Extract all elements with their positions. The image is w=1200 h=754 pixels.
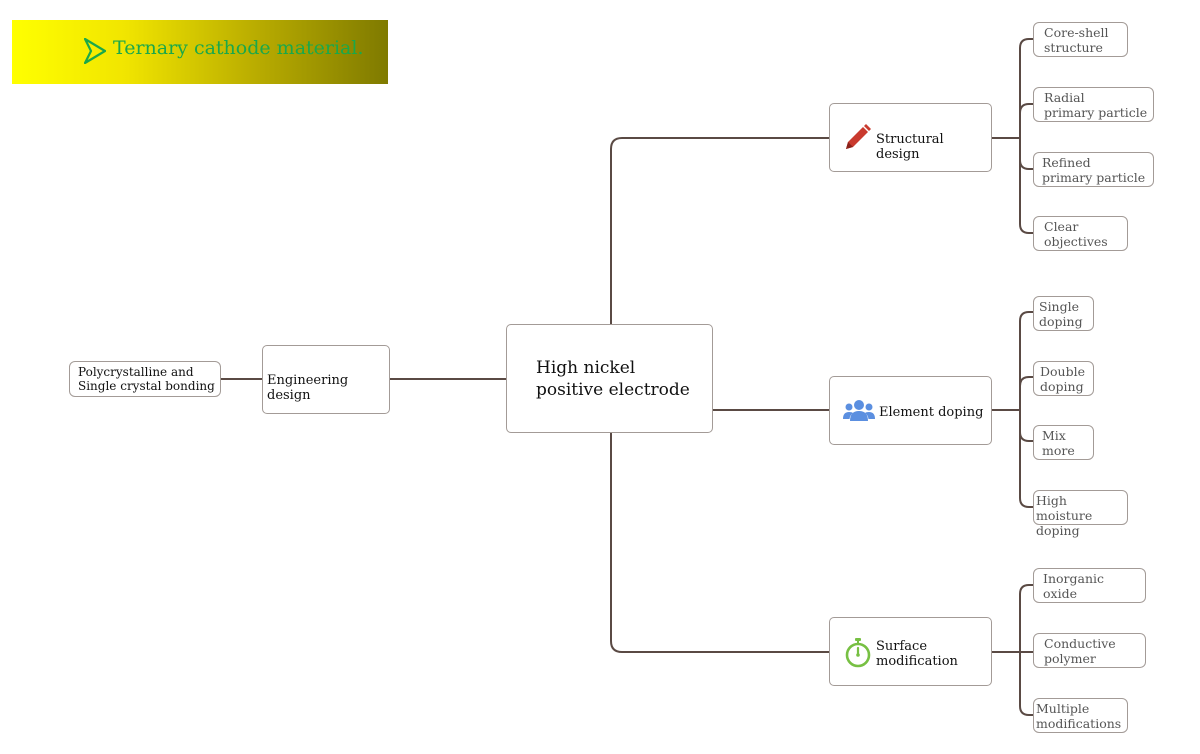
leaf-conductive-polymer[interactable]: Conductive polymer xyxy=(1033,633,1146,668)
branch-surface-modification[interactable]: Surface modification xyxy=(829,617,992,686)
banner-title: Ternary cathode material. xyxy=(113,37,364,59)
connector-structural-leaf-3 xyxy=(1019,138,1033,170)
branch-structural-design[interactable]: Structural design xyxy=(829,103,992,172)
title-banner xyxy=(12,20,388,84)
branch-label: Structural design xyxy=(876,132,944,162)
branch-label: Element doping xyxy=(879,405,984,420)
leaf-mix-more[interactable]: Mix more xyxy=(1033,425,1094,460)
leaf-single-doping[interactable]: Single doping xyxy=(1033,296,1094,331)
leaf-high-moisture-doping[interactable]: High moisture doping xyxy=(1033,490,1128,538)
connector-surface-leaf-1 xyxy=(1019,584,1033,652)
leaf-label: Radial primary particle xyxy=(1044,90,1148,120)
leaf-label: Double doping xyxy=(1040,364,1085,394)
leaf-label: Inorganic oxide xyxy=(1043,571,1104,601)
leaf-multiple-modifications[interactable]: Multiple modifications xyxy=(1033,698,1128,733)
center-node[interactable]: High nickel positive electrode xyxy=(506,324,713,433)
leaf-label: High moisture doping xyxy=(1036,493,1093,538)
branch-label: Surface modification xyxy=(876,639,958,669)
connector-structural-leaf-4 xyxy=(1019,138,1033,234)
connector-center-surface xyxy=(610,433,829,653)
connector-doping-leaf-3 xyxy=(1019,410,1033,442)
leaf-radial-primary-particle[interactable]: Radial primary particle xyxy=(1033,87,1154,122)
leaf-label: Single doping xyxy=(1039,299,1083,329)
branch-label: Engineering design xyxy=(267,373,349,403)
stopwatch-icon xyxy=(845,638,871,668)
branch-engineering-design[interactable]: Engineering design xyxy=(262,345,390,414)
pencil-icon xyxy=(846,124,871,149)
leaf-label: Multiple modifications xyxy=(1036,701,1122,731)
leaf-polycrystalline[interactable]: Polycrystalline and Single crystal bondi… xyxy=(69,361,221,397)
connector-center-structural xyxy=(610,137,829,324)
leaf-core-shell[interactable]: Core-shell structure xyxy=(1033,22,1128,57)
connector-structural-leaf-1 xyxy=(1019,38,1033,138)
center-node-label: High nickel positive electrode xyxy=(536,358,690,400)
leaf-double-doping[interactable]: Double doping xyxy=(1033,361,1094,396)
connector-doping-leaf-1 xyxy=(1019,311,1033,410)
connector-doping-leaf-2 xyxy=(1019,376,1033,410)
leaf-label: Polycrystalline and Single crystal bondi… xyxy=(78,365,215,393)
leaf-label: Clear objectives xyxy=(1044,219,1108,249)
connector-doping-leaf-4 xyxy=(1019,410,1033,508)
leaf-refined-primary-particle[interactable]: Refined primary particle xyxy=(1033,152,1154,187)
people-icon xyxy=(843,400,875,421)
leaf-label: Conductive polymer xyxy=(1044,636,1116,666)
leaf-clear-objectives[interactable]: Clear objectives xyxy=(1033,216,1128,251)
branch-element-doping[interactable]: Element doping xyxy=(829,376,992,445)
leaf-inorganic-oxide[interactable]: Inorganic oxide xyxy=(1033,568,1146,603)
leaf-label: Refined primary particle xyxy=(1042,155,1146,185)
connector-structural-leaf-2 xyxy=(1019,103,1033,138)
leaf-label: Core-shell structure xyxy=(1044,25,1109,55)
arrow-right-icon xyxy=(84,38,106,64)
leaf-label: Mix more xyxy=(1042,428,1075,458)
connector-surface-leaf-3 xyxy=(1019,652,1033,716)
